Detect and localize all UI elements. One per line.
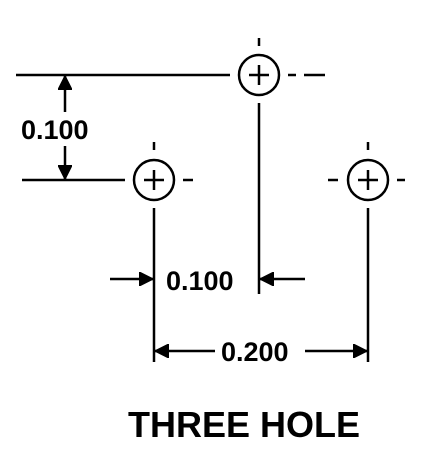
top-hole-circle [237, 53, 281, 97]
outer-spacing-label: 0.200 [221, 337, 289, 367]
vertical-spacing-label: 0.100 [21, 115, 89, 145]
vertical-dimension [16, 73, 222, 182]
top-hole [222, 38, 325, 97]
left-hole-circle [132, 158, 176, 202]
left-hole [117, 142, 193, 202]
right-hole-circle [346, 158, 390, 202]
extension-lines [152, 103, 370, 362]
diagram-caption: THREE HOLE [128, 404, 360, 445]
hole-offset-label: 0.100 [166, 266, 234, 296]
right-hole [328, 142, 405, 202]
